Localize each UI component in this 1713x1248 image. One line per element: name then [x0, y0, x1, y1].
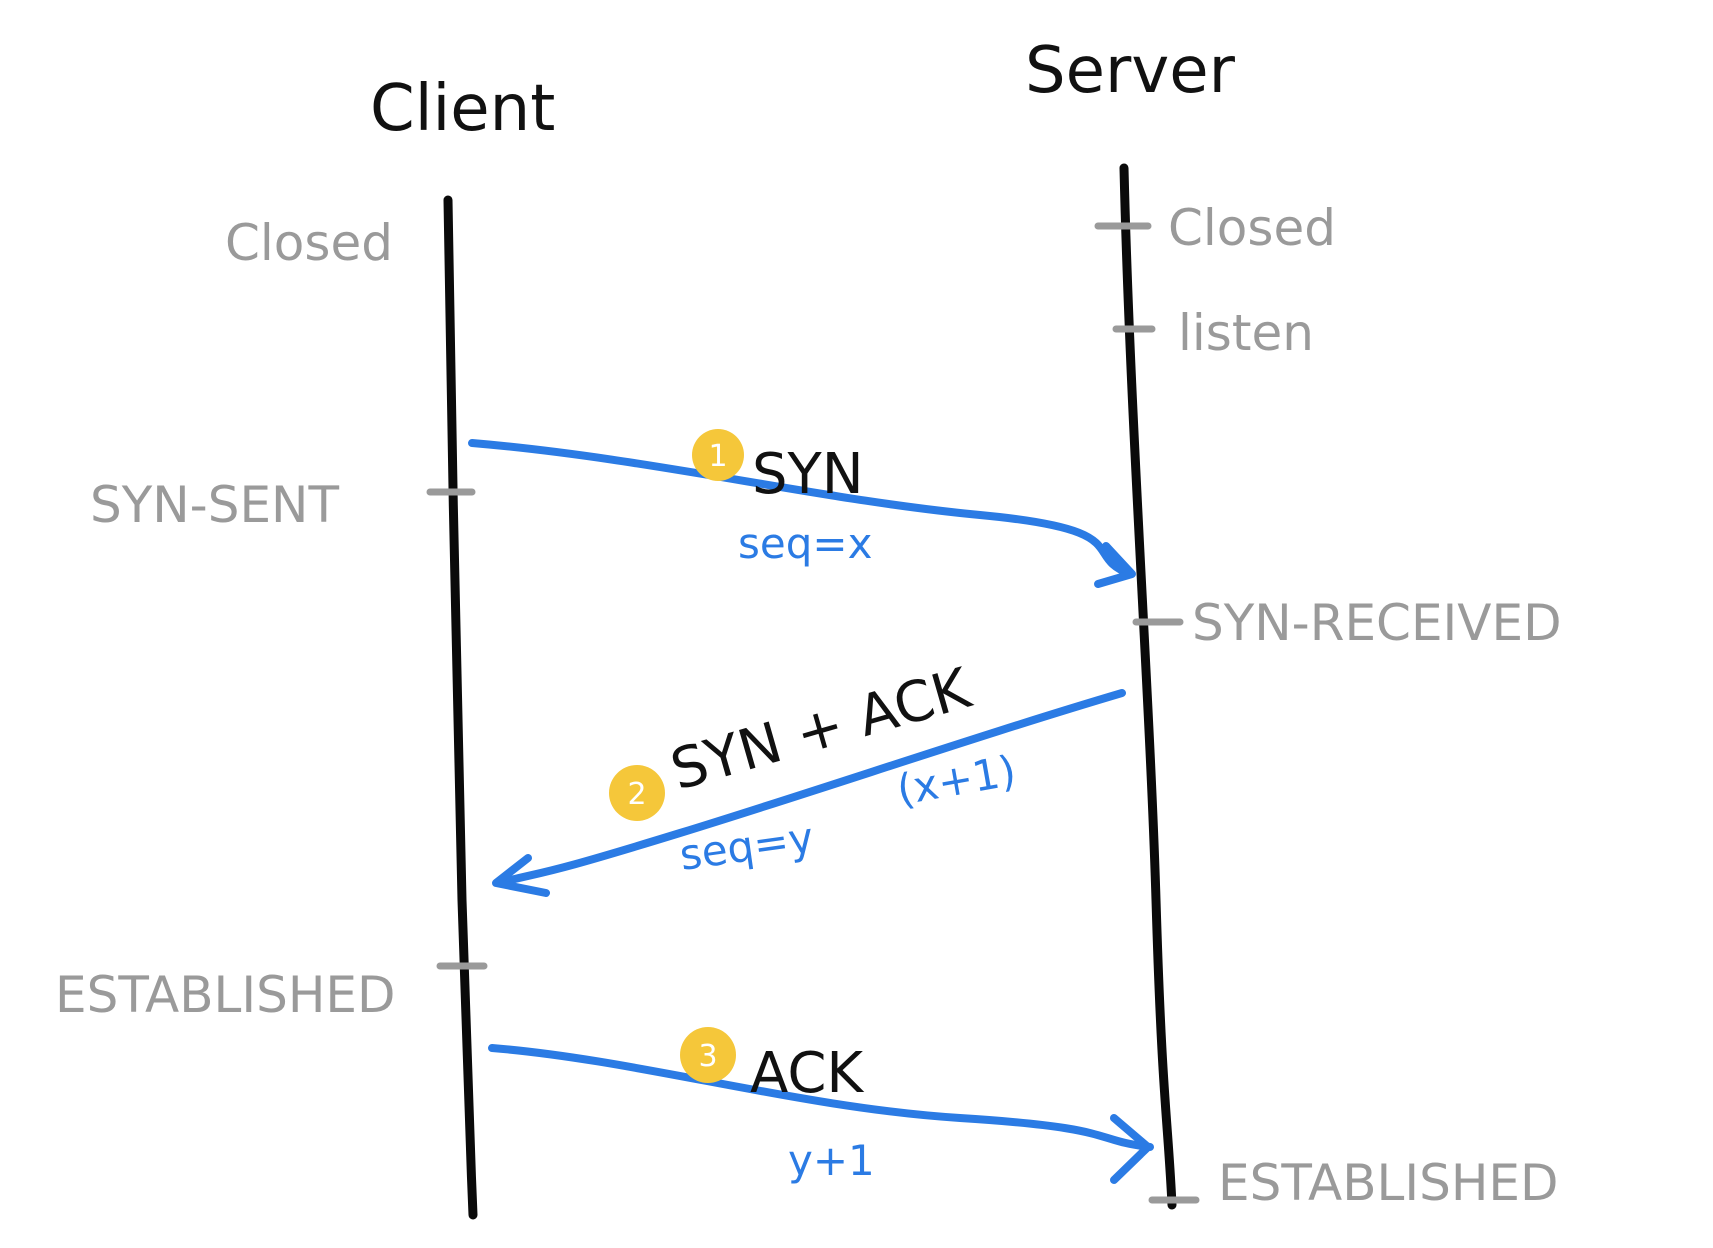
- syn-ack-seq-param: seq=y: [677, 813, 817, 880]
- step-1-number: 1: [708, 439, 727, 474]
- ack-param: y+1: [788, 1136, 875, 1185]
- server-lifeline: [1119, 163, 1177, 1210]
- client-actor-label: Client: [370, 72, 555, 146]
- ack-arrow: [488, 1044, 1154, 1151]
- step-1-badge: [692, 429, 744, 481]
- server-state-listen: listen: [1178, 304, 1314, 362]
- server-state-closed: Closed: [1168, 199, 1336, 257]
- ack-arrowhead: [1110, 1114, 1152, 1184]
- client-lifeline: [443, 195, 478, 1220]
- syn-arrowhead: [1094, 542, 1136, 588]
- server-state-syn-received: SYN-RECEIVED: [1192, 594, 1562, 652]
- syn-ack-arrowhead: [492, 854, 550, 897]
- client-state-syn-sent: SYN-SENT: [90, 476, 339, 534]
- step-2-badge: [609, 765, 665, 821]
- step-3-number: 3: [698, 1039, 717, 1074]
- syn-arrow: [468, 439, 1134, 578]
- client-state-closed: Closed: [225, 214, 393, 272]
- server-state-established: ESTABLISHED: [1218, 1154, 1559, 1212]
- step-2-number: 2: [627, 777, 646, 812]
- syn-label: SYN: [752, 442, 864, 507]
- step-3-badge: [680, 1027, 736, 1083]
- ack-label: ACK: [750, 1041, 864, 1106]
- syn-seq-param: seq=x: [738, 519, 872, 568]
- client-state-established: ESTABLISHED: [55, 966, 396, 1024]
- syn-ack-arrow: [494, 689, 1126, 887]
- server-actor-label: Server: [1025, 34, 1236, 108]
